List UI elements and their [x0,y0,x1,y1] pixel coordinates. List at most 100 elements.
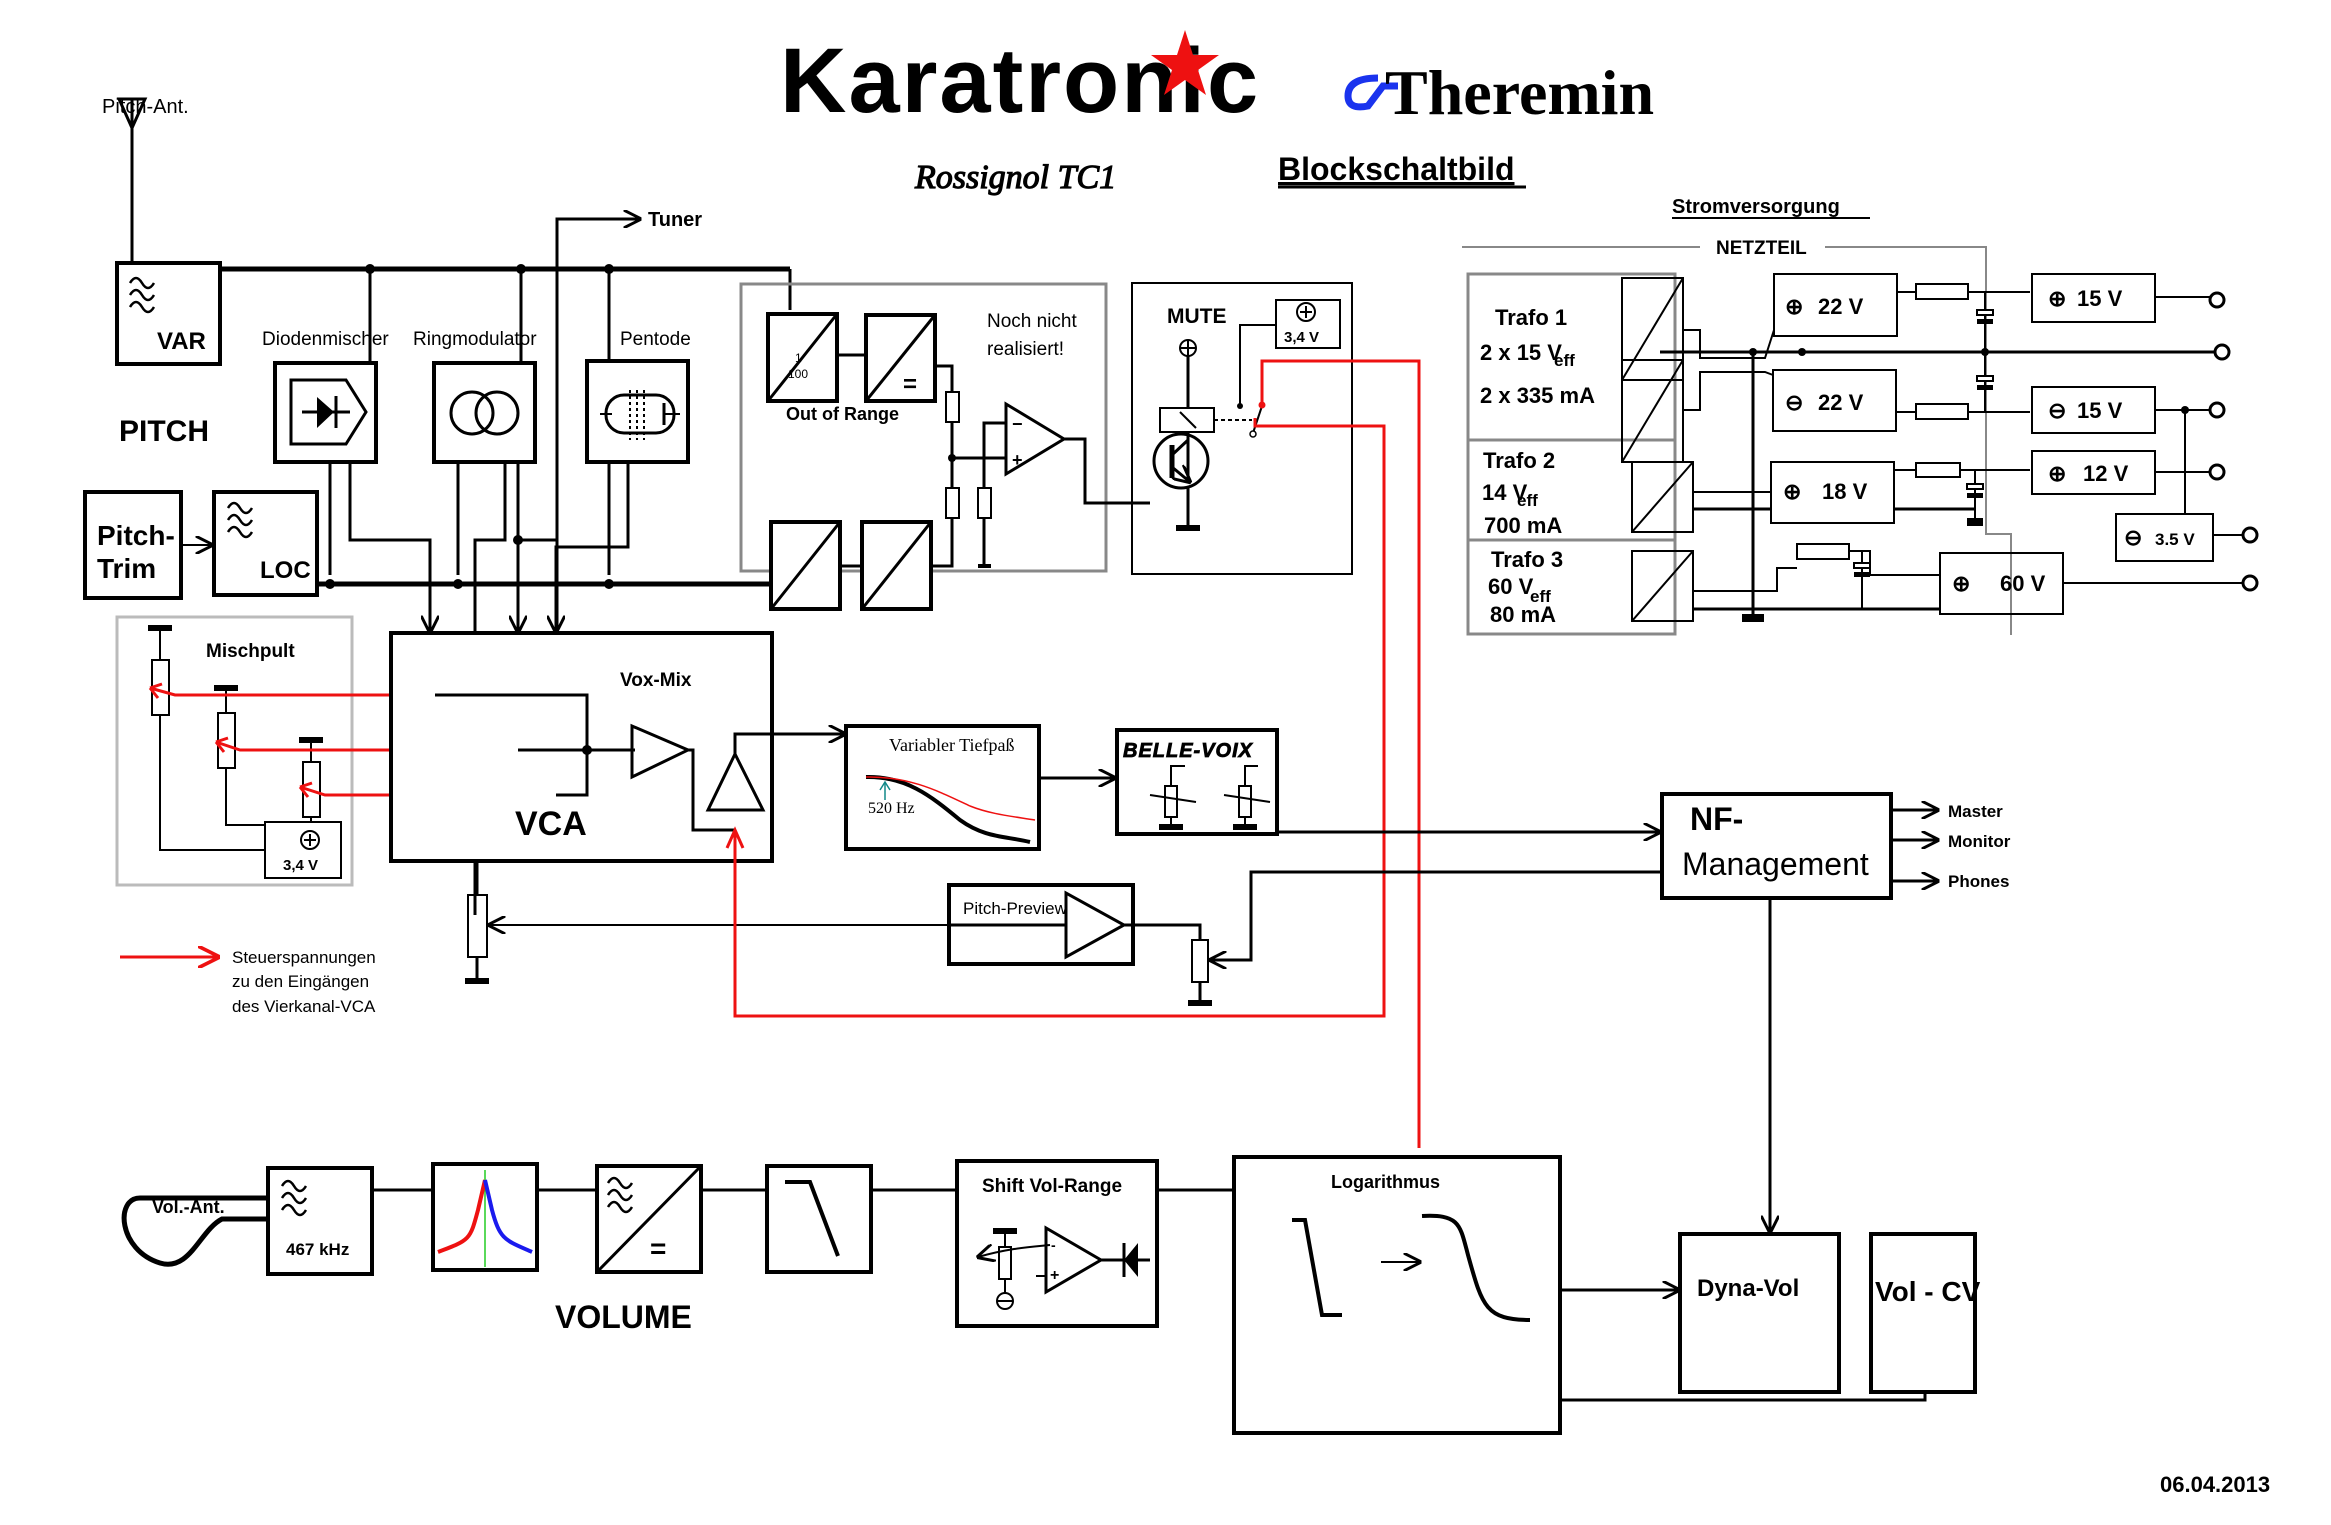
preview-volume-pot[interactable] [1191,939,1209,983]
trafo3-name: Trafo 3 [1491,547,1563,572]
dyna-vol-label: Dyna-Vol [1697,1275,1799,1302]
inductor-icon [1915,403,1969,420]
mute-label: MUTE [1167,305,1227,328]
minus-icon [996,1292,1014,1310]
voxmix-amp-icon [630,723,692,780]
rail-plus15-sign: ⊕ [2048,286,2066,311]
footer-date: 06.04.2013 [2160,1472,2270,1497]
dyna-vol-box [1678,1232,1841,1394]
lowpass-curve-icon [865,774,1031,844]
diode-icon [1101,1243,1150,1277]
terminal-plus60 [2241,574,2259,592]
vol-cv-box [1869,1232,1977,1394]
pitch-section-label: PITCH [119,415,209,448]
inductor-icon [1915,462,1961,478]
shift-vol-range-label: Shift Vol-Range [982,1176,1122,1197]
not-realized-note-2: realisiert! [987,339,1064,360]
volume-section: Vol.-Ant. 467 kHz = VOLUME Shift Vol-Ran… [121,1155,1981,1435]
resonance-curve-left [437,1179,487,1254]
ringmodulator-label: Ringmodulator [413,329,537,350]
pitch-preview-label: Pitch-Preview [963,899,1068,918]
volume-section-label: VOLUME [555,1299,692,1335]
nf-management-box [1660,792,1893,900]
divider-num: 1 [795,351,802,365]
trafo2-voltage-sub: eff [1517,491,1538,510]
terminal-plus12 [2208,463,2226,481]
terminal-minus35 [2241,526,2259,544]
antenna-icon [116,97,148,263]
preview-level-pot[interactable] [467,894,488,958]
rail-plus12-label: 12 V [2083,461,2129,486]
diode-mixer-icon [289,378,368,446]
rail-plus12-sign: ⊕ [2048,461,2066,486]
preview-amp-icon [1064,890,1128,960]
legend-line-1: Steuerspannungen [232,948,376,967]
vca-amp-icon [705,750,766,812]
vol-cv-label: Vol - CV [1875,1276,1981,1307]
trafo1-current: 2 x 335 mA [1480,383,1595,408]
trafo2-name: Trafo 2 [1483,448,1555,473]
svg-text:+: + [1012,450,1023,470]
mischpult-supply-label: 3,4 V [283,857,318,874]
slope-filter-box [765,1164,873,1274]
transistor-icon [1152,432,1210,490]
power-title: Stromversorgung [1672,196,1840,218]
output-phones: Phones [1948,872,2009,891]
resonance-curve-right [483,1179,533,1254]
diodenmischer-label: Diodenmischer [262,329,389,350]
power-supply-section: Stromversorgung NETZTEIL Trafo 1 2 x 15 … [1462,196,2259,636]
voxmix-label: Vox-Mix [620,670,692,691]
inductor-icon [1915,283,1969,300]
variable-lowpass-box [844,724,1041,851]
opamp-icon: − + [1004,401,1067,477]
log-control-line [1260,359,1421,1148]
page-title: Blockschaltbild [1278,151,1515,187]
nf-label-1: NF- [1690,801,1743,837]
ringmodulator-box [432,361,537,464]
volume-oscillator-box [266,1166,374,1276]
nf-management-section: NF- Management Master Monitor Phones [1660,792,2011,1232]
theremin-swirl-icon [1344,74,1398,111]
loc-oscillator-box [212,490,319,597]
trimmer-icon [1149,794,1197,803]
pitch-preview-section: Pitch-Preview [947,870,1660,1006]
pitch-section: Pitch-Ant. VAR Tuner PITCH Diodenmischer [83,96,792,915]
model-name: Rossignol TC1 [914,159,1116,196]
rail-plus18-sign: ⊕ [1783,479,1801,504]
pentode-label: Pentode [620,329,691,350]
filter-section: Variabler Tiefpaß 520 Hz [844,724,1115,851]
vca-box [389,631,774,863]
pentode-box [585,359,690,464]
plus-icon [300,830,320,850]
divider-den: 100 [788,367,808,381]
trafo3-voltage-sub: eff [1530,587,1551,606]
plus-icon [1296,302,1316,322]
karatronic-logo: Karatronic [780,30,1258,132]
rail-minus35-box [2115,513,2214,562]
var-label: VAR [157,328,206,355]
mute-section: MUTE 3,4 V [1131,282,1353,575]
rail-minus22-label: 22 V [1818,390,1864,415]
output-master: Master [1948,802,2003,821]
loc-label: LOC [260,557,311,584]
trafo2-voltage: 14 V [1482,480,1528,505]
opamp-icon [1044,1225,1104,1295]
rail-plus60-label: 60 V [2000,571,2046,596]
plus-icon [1179,339,1197,357]
pitch-trim-label-1: Pitch- [97,520,175,551]
product-text: Theremin [1385,57,1654,128]
header: Karatronic Theremin Rossignol TC1 Blocks… [780,30,1654,197]
svg-text:−: − [1012,414,1023,434]
transformer-frame [1466,272,1677,636]
out-of-range-section: 1 100 = Out of Range Noch nicht realisie… [739,282,1150,611]
belle-voix-section: BELLE-VOIX [1115,728,1660,834]
vca-label: VCA [515,805,587,843]
rail-plus60-sign: ⊕ [1952,571,1970,596]
rail-plus15-label: 15 V [2077,286,2123,311]
pentode-tube-icon [600,390,680,440]
rectifier-icon [1631,550,1694,622]
trafo3-voltage: 60 V [1488,574,1534,599]
out-of-range-label: Out of Range [786,404,899,424]
cutoff-label: 520 Hz [868,800,915,817]
netzteil-label: NETZTEIL [1716,238,1807,259]
